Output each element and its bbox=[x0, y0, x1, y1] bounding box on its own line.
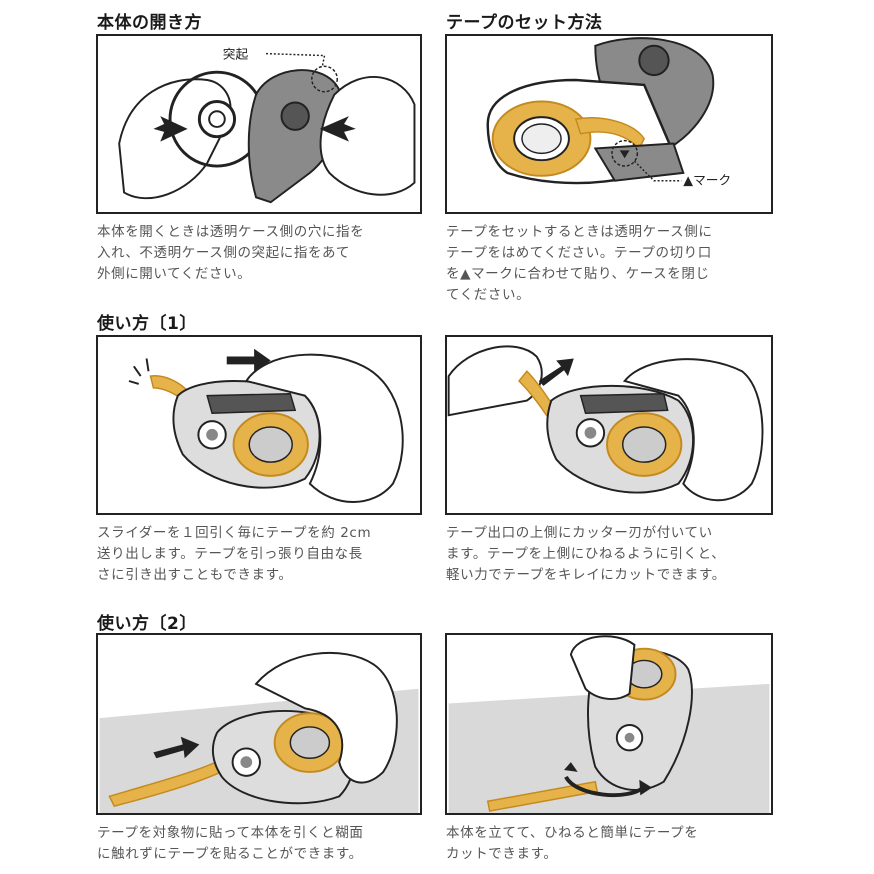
arrow-icon bbox=[153, 116, 188, 142]
panel-open-body: 突起 bbox=[96, 34, 422, 214]
hand-illustration bbox=[569, 635, 636, 700]
cutter-illustration bbox=[447, 345, 764, 502]
panel-usage2-right bbox=[445, 633, 773, 815]
triangle-mark-marker bbox=[611, 139, 639, 167]
arrow-icon bbox=[226, 348, 271, 373]
triangle-mark-label: ▲マーク bbox=[683, 173, 731, 188]
panel-usage1-left bbox=[96, 335, 422, 515]
panel-usage2-left bbox=[96, 633, 422, 815]
protrusion-label: 突起 bbox=[223, 46, 249, 61]
apply-tape-illustration bbox=[99, 652, 419, 813]
set-tape-illustration: ▲マーク bbox=[486, 37, 731, 188]
heading-usage-2: 使い方〔2〕 bbox=[97, 614, 197, 634]
heading-open-body: 本体の開き方 bbox=[97, 13, 202, 33]
panel-set-tape: ▲マーク bbox=[445, 34, 773, 214]
slider-illustration bbox=[128, 348, 404, 503]
twist-cut-illustration bbox=[448, 635, 770, 813]
caption-usage1-left: スライダーを１回引く毎にテープを約 2cm 送り出します。テープを引っ張り自由な… bbox=[97, 525, 372, 583]
rotate-arrow-icon bbox=[564, 775, 646, 798]
caption-usage2-left: テープを対象物に貼って本体を引くと糊面 に触れずにテープを貼ることができます。 bbox=[97, 825, 364, 862]
arrow-icon bbox=[153, 736, 200, 759]
hand-illustration bbox=[254, 652, 398, 784]
heading-usage-1: 使い方〔1〕 bbox=[97, 314, 197, 334]
arrow-icon bbox=[538, 358, 574, 386]
panel-usage1-right bbox=[445, 335, 773, 515]
heading-set-tape: テープのセット方法 bbox=[446, 13, 603, 33]
open-body-illustration: 突起 bbox=[118, 46, 416, 204]
protrusion-marker bbox=[311, 65, 338, 93]
caption-open-body: 本体を開くときは透明ケース側の穴に指を 入れ、不透明ケース側の突起に指をあて 外… bbox=[97, 224, 365, 282]
hand-illustration bbox=[244, 353, 404, 503]
arrow-icon bbox=[319, 116, 356, 142]
caption-usage2-right: 本体を立てて、ひねると簡単にテープを カットできます。 bbox=[446, 825, 699, 862]
caption-set-tape: テープをセットするときは透明ケース側に テープをはめてください。テープの切り口 … bbox=[446, 224, 713, 303]
caption-usage1-right: テープ出口の上側にカッター刃が付いてい ます。テープを上側にひねるように引くと、… bbox=[446, 525, 726, 583]
